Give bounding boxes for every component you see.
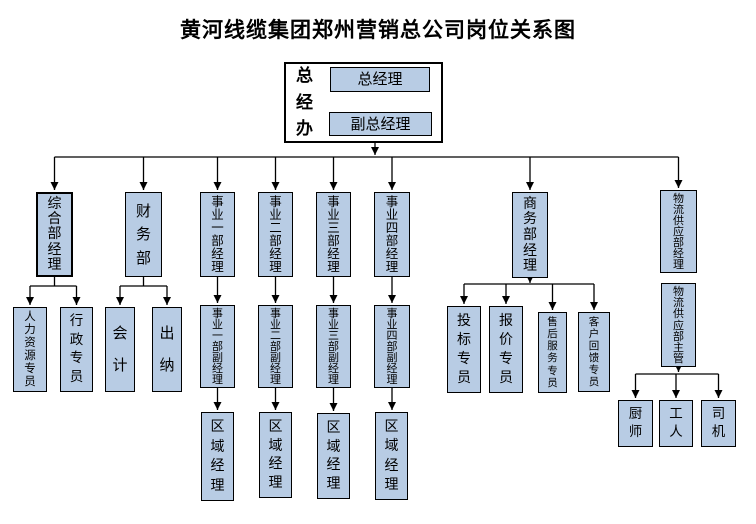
node-customer-feedback-specialist: 客户回馈专员	[578, 312, 610, 392]
executive-office-label: 总经办	[296, 66, 313, 139]
node-finance-dept: 财务部	[125, 192, 162, 277]
node-logistics-dept-manager: 物流供应部经理	[660, 190, 697, 273]
node-business-unit3-deputy: 事业三部副经理	[316, 305, 351, 388]
node-logistics-supervisor: 物流供应部主管	[661, 283, 696, 367]
node-hr-specialist: 人力资源专员	[13, 307, 47, 392]
node-regional-manager-2: 区域经理	[259, 412, 292, 498]
node-aftersales-specialist: 售后服务专员	[538, 312, 567, 393]
node-worker: 工人	[659, 400, 693, 447]
node-regional-manager-4: 区域经理	[375, 412, 408, 500]
node-bidding-specialist: 投标专员	[447, 306, 481, 393]
node-business-unit4-manager: 事业四部经理	[374, 192, 410, 277]
node-business-unit3-manager: 事业三部经理	[316, 192, 351, 277]
node-deputy-general-manager: 副总经理	[329, 112, 432, 136]
node-business-unit4-deputy: 事业四部副经理	[374, 305, 410, 388]
node-business-unit1-deputy: 事业一部副经理	[200, 305, 235, 388]
node-accountant: 会计	[105, 307, 135, 392]
node-regional-manager-3: 区域经理	[317, 413, 350, 499]
node-business-unit1-manager: 事业一部经理	[200, 192, 235, 277]
node-admin-specialist: 行政专员	[60, 307, 93, 392]
node-cashier: 出纳	[152, 307, 182, 392]
node-quotation-specialist: 报价专员	[489, 306, 523, 393]
node-business-unit2-manager: 事业二部经理	[258, 192, 293, 277]
node-general-manager: 总经理	[330, 67, 430, 92]
node-regional-manager-1: 区域经理	[201, 412, 234, 501]
node-driver: 司机	[701, 400, 736, 447]
node-business-unit2-deputy: 事业二部副经理	[258, 305, 293, 388]
node-commerce-dept-manager: 商务部经理	[512, 192, 548, 278]
node-chef: 厨师	[618, 400, 653, 447]
page-title: 黄河线缆集团郑州营销总公司岗位关系图	[180, 18, 576, 42]
node-general-dept-manager: 综合部经理	[36, 192, 73, 277]
